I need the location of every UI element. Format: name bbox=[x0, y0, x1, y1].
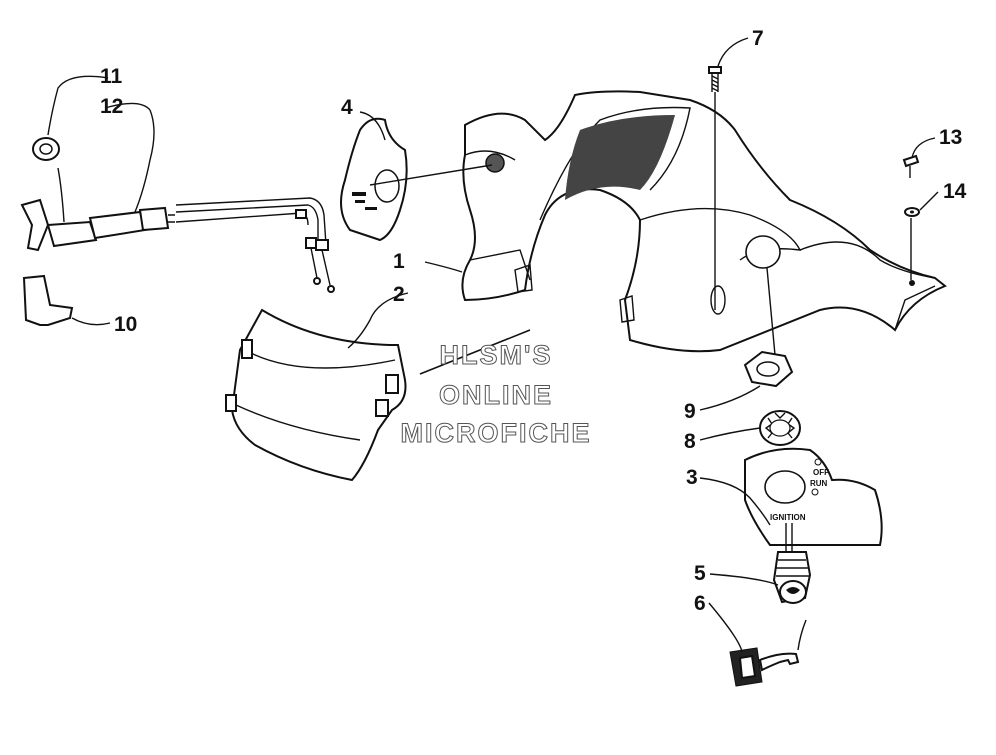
callout-8: 8 bbox=[684, 430, 696, 453]
decal-run-text: RUN bbox=[810, 479, 828, 488]
decal-ignition-text: IGNITION bbox=[770, 513, 806, 522]
callout-10: 10 bbox=[114, 313, 137, 336]
callout-3: 3 bbox=[686, 466, 698, 489]
decal bbox=[340, 117, 408, 242]
callout-11: 11 bbox=[100, 65, 123, 88]
callout-7: 7 bbox=[752, 27, 764, 50]
watermark-line-2: ONLINE bbox=[439, 380, 553, 410]
callout-9: 9 bbox=[684, 400, 696, 423]
callout-13: 13 bbox=[939, 126, 962, 149]
callout-1: 1 bbox=[393, 250, 405, 273]
watermark-line-3: MICROFICHE bbox=[401, 418, 592, 448]
ignition-decal-plate: OFF RUN IGNITION bbox=[744, 447, 883, 546]
callout-2: 2 bbox=[393, 283, 405, 306]
callout-labels: 1 2 3 4 5 6 7 8 9 10 11 12 13 14 bbox=[100, 27, 967, 615]
screw bbox=[708, 66, 722, 310]
leader-lines bbox=[47, 37, 939, 653]
screw-and-washer bbox=[902, 154, 920, 280]
callout-5: 5 bbox=[694, 562, 706, 585]
watermark: HLSM'S ONLINE MICROFICHE bbox=[400, 340, 592, 449]
callout-6: 6 bbox=[694, 592, 706, 615]
watermark-line-1: HLSM'S bbox=[440, 340, 553, 370]
throttle-assembly bbox=[20, 109, 175, 326]
callout-12: 12 bbox=[100, 95, 123, 118]
callout-14: 14 bbox=[943, 180, 967, 203]
decal-off-text: OFF bbox=[813, 468, 829, 477]
callout-4: 4 bbox=[341, 96, 353, 119]
nut-and-washer bbox=[743, 267, 801, 446]
lower-cover bbox=[225, 308, 407, 482]
throttle-cables bbox=[175, 164, 493, 293]
console-housing bbox=[461, 90, 947, 353]
ignition-switch-and-key bbox=[729, 523, 812, 687]
